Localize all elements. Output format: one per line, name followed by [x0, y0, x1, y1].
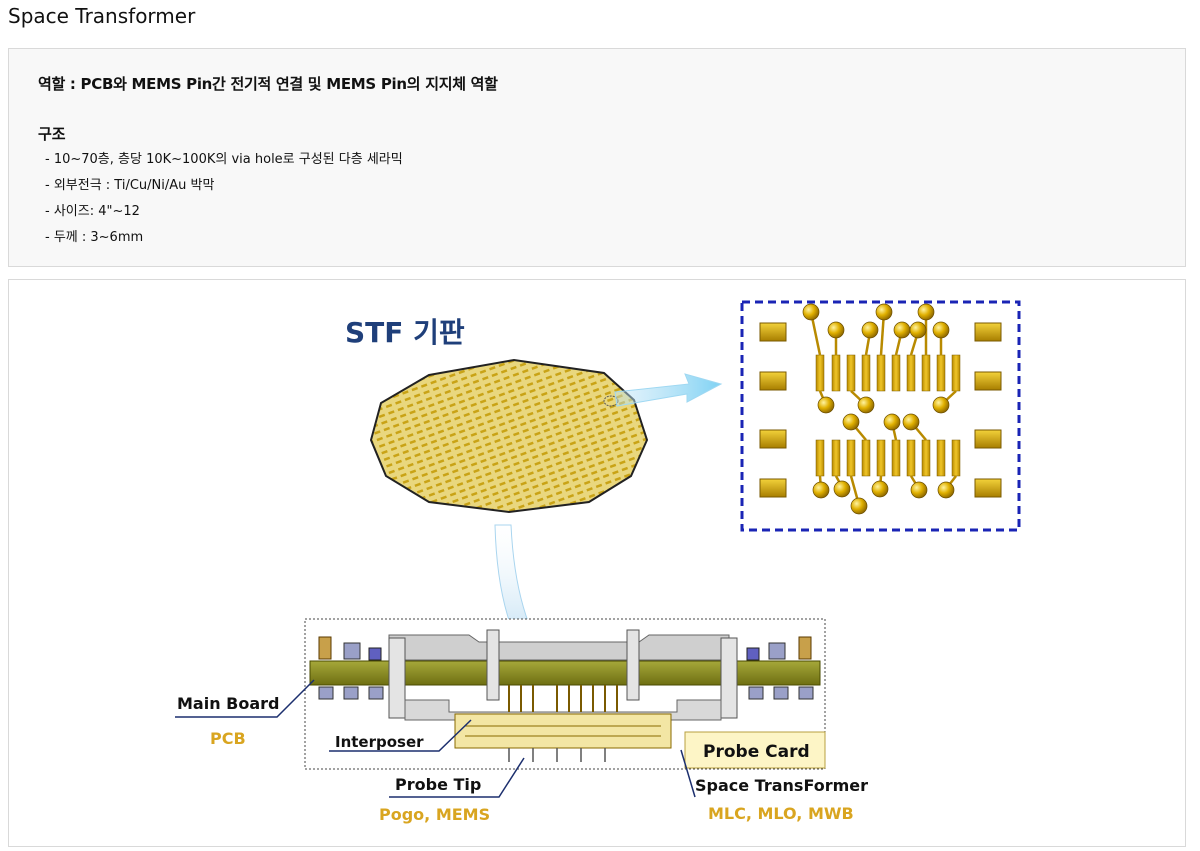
probe-tip-sub-label: Pogo, MEMS — [379, 805, 490, 824]
info-box: 역할 : PCB와 MEMS Pin간 전기적 연결 및 MEMS Pin의 지… — [8, 48, 1186, 267]
zoom-arrow — [614, 373, 723, 407]
role-description: 역할 : PCB와 MEMS Pin간 전기적 연결 및 MEMS Pin의 지… — [38, 75, 498, 93]
probe-tip-label: Probe Tip — [395, 775, 481, 794]
structure-list: - 10~70층, 층당 10K~100K의 via hole로 구성된 다층 … — [45, 151, 403, 255]
probe-card-label: Probe Card — [703, 742, 810, 762]
diagram-panel: STF 기판 — [8, 279, 1186, 847]
list-item: - 10~70층, 층당 10K~100K의 via hole로 구성된 다층 … — [45, 152, 403, 167]
stf-title: STF 기판 — [345, 316, 465, 349]
list-item: - 외부전극 : Ti/Cu/Ni/Au 박막 — [45, 178, 215, 193]
leader-lines — [175, 679, 696, 798]
space-transformer-sub-label: MLC, MLO, MWB — [708, 804, 854, 823]
probe-card-section — [304, 618, 826, 770]
interposer-label: Interposer — [335, 733, 424, 751]
structure-heading: 구조 — [38, 125, 66, 143]
main-board-label: Main Board — [177, 694, 280, 713]
zoom-detail — [740, 300, 1021, 532]
list-item: - 두께 : 3~6mm — [45, 230, 144, 245]
list-item: - 사이즈: 4"~12 — [45, 204, 140, 219]
space-transformer-label: Space TransFormer — [695, 776, 868, 795]
stf-diagram: STF 기판 — [175, 300, 1021, 824]
page-title: Space Transformer — [8, 4, 196, 28]
stf-wafer — [369, 358, 649, 514]
main-board-sub-label: PCB — [210, 729, 246, 748]
